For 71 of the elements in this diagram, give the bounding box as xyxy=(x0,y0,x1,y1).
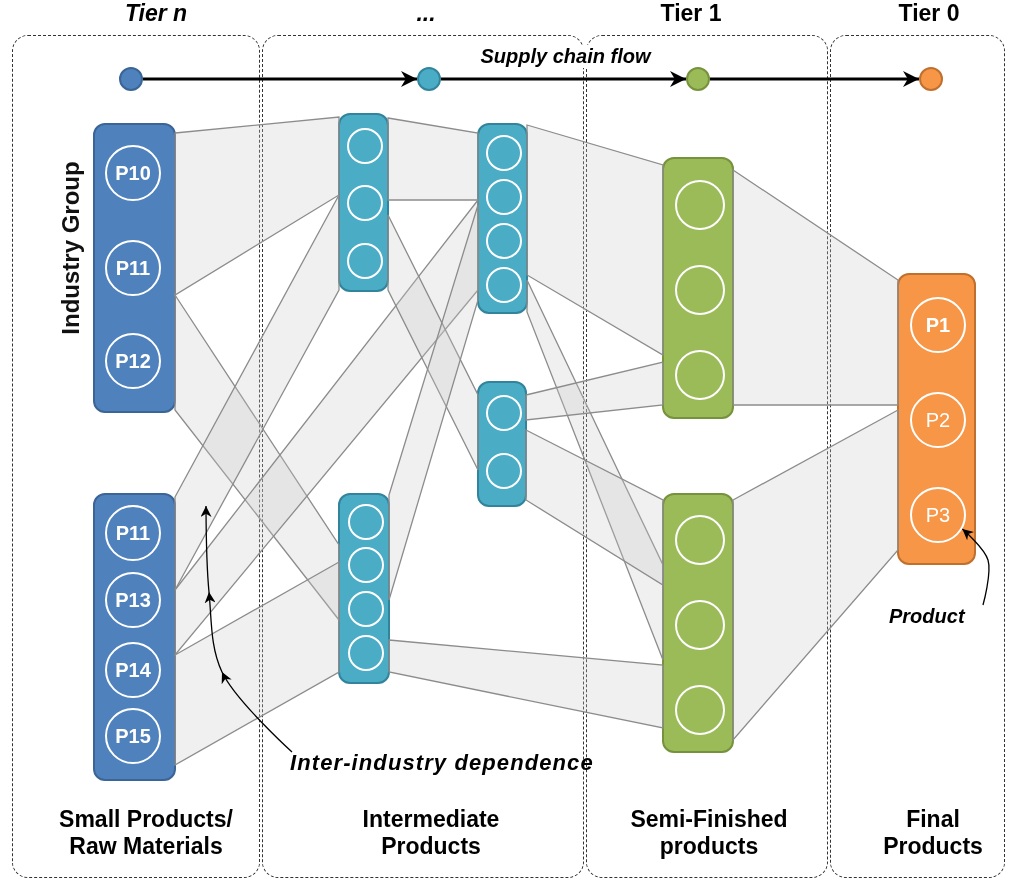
product-circle xyxy=(486,223,522,259)
product-circle: P11 xyxy=(105,505,161,561)
product-group-box xyxy=(662,157,734,419)
arrow xyxy=(441,71,686,87)
product-circle xyxy=(347,243,383,279)
tier-heading: Tier 1 xyxy=(660,0,722,27)
tier-heading: Tier n xyxy=(124,0,188,27)
flow-band xyxy=(732,168,899,406)
column-label: Final Products xyxy=(882,806,984,860)
product-circle xyxy=(486,453,522,489)
product-group-box xyxy=(477,381,527,507)
product-circle: P10 xyxy=(105,145,161,201)
product-circle xyxy=(486,267,522,303)
product-circle: P3 xyxy=(910,487,966,543)
product-group-box xyxy=(338,493,390,684)
flow-band xyxy=(525,361,664,421)
product-circle xyxy=(675,350,725,400)
product-circle xyxy=(675,515,725,565)
product-circle xyxy=(675,685,725,735)
product-circle xyxy=(486,395,522,431)
product-circle: P15 xyxy=(105,708,161,764)
product-group-box xyxy=(477,123,528,314)
flow-band xyxy=(388,639,664,729)
product-circle xyxy=(348,591,384,627)
column-label: Small Products/ Raw Materials xyxy=(58,806,234,860)
flow-band xyxy=(388,204,479,601)
curved-arrow xyxy=(201,505,293,753)
flow-band xyxy=(526,124,664,357)
product-circle xyxy=(348,547,384,583)
product-circle xyxy=(347,128,383,164)
flow-band xyxy=(526,279,664,661)
product-circle xyxy=(348,504,384,540)
product-group-box xyxy=(93,493,176,781)
product-circle xyxy=(348,635,384,671)
arrow xyxy=(143,71,417,87)
product-group-box xyxy=(338,113,389,292)
product-circle: P1 xyxy=(910,297,966,353)
tier-heading: ... xyxy=(416,0,436,27)
product-circle xyxy=(675,600,725,650)
flow-dot xyxy=(119,67,143,91)
flow-band xyxy=(387,117,479,201)
product-circle: P14 xyxy=(105,642,161,698)
product-group-box xyxy=(662,493,734,753)
flow-band xyxy=(525,428,664,587)
product-circle xyxy=(675,180,725,230)
product-circle xyxy=(675,265,725,315)
product-circle xyxy=(486,179,522,215)
flow-dot xyxy=(919,67,943,91)
arrow xyxy=(710,71,919,87)
flow-band xyxy=(174,116,340,297)
flow-dot xyxy=(686,67,710,91)
flow-band xyxy=(174,194,340,591)
product-circle xyxy=(486,135,522,171)
flow-band xyxy=(174,560,340,767)
product-circle: P12 xyxy=(105,333,161,389)
column-label: Semi-Finished products xyxy=(629,806,789,860)
flow-band xyxy=(732,408,899,742)
group-label: Industry Group xyxy=(57,161,85,335)
product-circle: P13 xyxy=(105,572,161,628)
flow-band xyxy=(174,198,479,657)
annotation-label: Product xyxy=(889,601,989,631)
product-group-box xyxy=(897,273,976,565)
flow-dot xyxy=(417,67,441,91)
product-circle xyxy=(347,185,383,221)
flow-band xyxy=(387,214,479,471)
leader-arrow xyxy=(961,528,990,606)
edge-label: Supply chain flow xyxy=(477,45,654,68)
column-label: Intermediate Products xyxy=(361,806,501,860)
product-circle: P2 xyxy=(910,392,966,448)
product-circle: P11 xyxy=(105,240,161,296)
tier-heading: Tier 0 xyxy=(898,0,960,27)
